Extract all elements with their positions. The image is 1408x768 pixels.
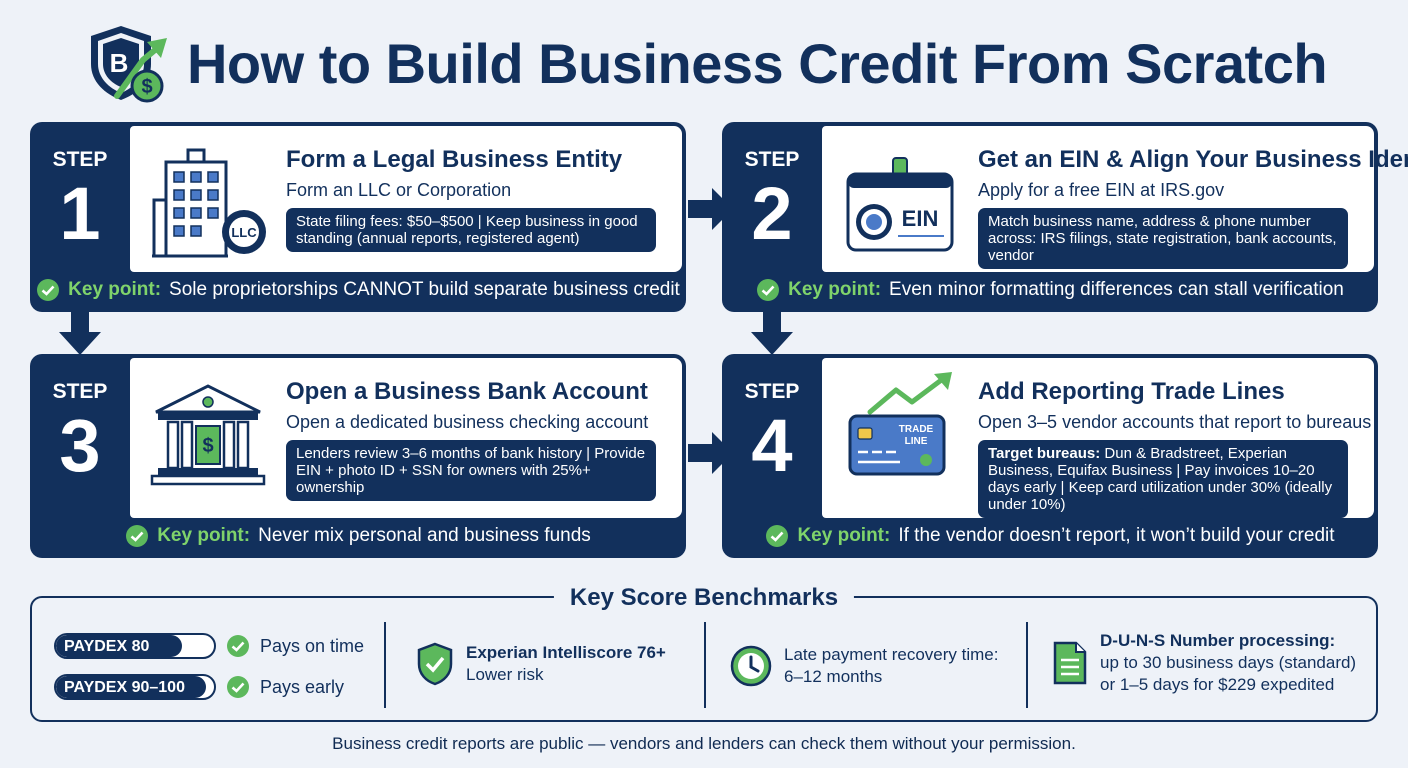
step-title: Open a Business Bank Account [286, 378, 648, 405]
step-panel: EIN Get an EIN & Align Your Business Ide… [822, 126, 1408, 272]
logo-symbol: $ [141, 76, 152, 98]
clock-icon [730, 645, 772, 687]
ein-badge-icon: EIN [846, 157, 954, 252]
footer-note: Business credit reports are public — ven… [332, 734, 1076, 753]
step-detail: Lenders review 3–6 months of bank histor… [286, 440, 656, 501]
office-building-llc-icon: LLC [152, 148, 266, 258]
step-detail-bold: Target bureaus: [988, 445, 1101, 462]
experian-sub: Lower risk [466, 665, 544, 684]
key-point-text: Even minor formatting differences can st… [889, 279, 1344, 300]
divider [704, 622, 706, 708]
page-title: How to Build Business Credit From Scratc… [186, 31, 1328, 95]
step-number: 3 [59, 404, 101, 487]
paydex-label: PAYDEX 90–100 [64, 679, 185, 696]
step-card-2: STEP 2 EIN Get an EIN & Align Your Busin… [722, 122, 1408, 312]
arrow-right-icon [688, 432, 733, 474]
paydex-row: PAYDEX 80 Pays on time [54, 632, 364, 660]
benchmarks-panel: Key Score Benchmarks PAYDEX 80 Pays on t… [30, 584, 1378, 722]
key-point-label: Key point: [788, 279, 882, 300]
check-circle-icon [227, 635, 249, 657]
paydex-desc: Pays early [260, 676, 345, 697]
paydex-desc: Pays on time [260, 635, 365, 656]
paydex-bar: PAYDEX 80 [54, 633, 216, 659]
step-subtitle: Apply for a free EIN at IRS.gov [978, 180, 1225, 200]
key-point-label: Key point: [797, 525, 891, 546]
bank-building-icon: $ [150, 384, 266, 486]
bank-dollar: $ [202, 435, 213, 457]
late-line1: Late payment recovery time: [784, 645, 999, 664]
step-card-3: STEP 3 $ Open a Business Bank Account Op… [30, 354, 686, 558]
key-point-text: Sole proprietorships CANNOT build separa… [169, 279, 680, 300]
step-panel: TRADE LINE Add Reporting Trade Lines Ope… [822, 358, 1374, 518]
key-point: Key point: Even minor formatting differe… [722, 274, 1378, 306]
duns-line1: up to 30 business days (standard) [1100, 653, 1357, 672]
step-card-4: STEP 4 TRADE LINE Add Reporting Trade Li… [722, 354, 1378, 558]
experian-title: Experian Intelliscore 76+ [466, 643, 666, 662]
trade-badge-line2: LINE [905, 436, 928, 447]
step-detail: State filing fees: $50–$500 | Keep busin… [286, 208, 656, 252]
step-label: STEP [52, 148, 108, 171]
step-card-1: STEP 1 LLC Form a Legal Business Entity … [30, 122, 686, 312]
divider [384, 622, 386, 708]
document-icon [1053, 641, 1087, 685]
late-payment-benchmark: Late payment recovery time: 6–12 months [730, 644, 998, 688]
step-title: Add Reporting Trade Lines [978, 378, 1285, 405]
arrow-right-icon [688, 188, 733, 230]
llc-badge: LLC [231, 225, 257, 240]
trade-line-card-icon: TRADE LINE [848, 372, 952, 476]
step-panel: LLC Form a Legal Business Entity Form an… [130, 126, 682, 272]
step-detail: Target bureaus: Dun & Bradstreet, Experi… [978, 440, 1348, 518]
step-title: Get an EIN & Align Your Business Identit… [978, 146, 1408, 173]
check-circle-icon [757, 279, 780, 301]
duns-line2: or 1–5 days for $229 expedited [1100, 675, 1335, 694]
check-circle-icon [227, 676, 249, 698]
check-circle-icon [126, 525, 149, 547]
step-detail: Match business name, address & phone num… [978, 208, 1348, 269]
paydex-label: PAYDEX 80 [64, 638, 150, 655]
key-point: Key point: Sole proprietorships CANNOT b… [30, 274, 686, 306]
paydex-bar: PAYDEX 90–100 [54, 674, 216, 700]
key-point-text: Never mix personal and business funds [258, 525, 591, 546]
step-label: STEP [744, 380, 800, 403]
step-label: STEP [744, 148, 800, 171]
credit-shield-logo-icon: B $ [90, 26, 167, 103]
logo-letter: B [110, 48, 129, 78]
duns-benchmark: D-U-N-S Number processing: up to 30 busi… [1052, 630, 1356, 696]
key-point: Key point: If the vendor doesn’t report,… [722, 520, 1378, 552]
check-circle-icon [766, 525, 789, 547]
step-title: Form a Legal Business Entity [286, 146, 623, 173]
header: B $ How to Build Business Credit From Sc… [0, 18, 1408, 108]
arrow-down-icon [751, 312, 793, 355]
step-label: STEP [52, 380, 108, 403]
benchmarks-title: Key Score Benchmarks [553, 584, 855, 612]
check-circle-icon [37, 279, 60, 301]
step-number: 2 [751, 172, 793, 255]
step-subtitle: Open a dedicated business checking accou… [286, 412, 649, 432]
key-point: Key point: Never mix personal and busine… [30, 520, 686, 552]
shield-check-icon [417, 642, 453, 686]
key-point-label: Key point: [68, 279, 162, 300]
experian-benchmark: Experian Intelliscore 76+ Lower risk [416, 642, 666, 686]
step-subtitle: Form an LLC or Corporation [286, 180, 512, 200]
late-line2: 6–12 months [784, 667, 883, 686]
paydex-row: PAYDEX 90–100 Pays early [54, 673, 344, 701]
paydex-bar-fill [56, 676, 207, 698]
paydex-bar-fill [56, 635, 183, 657]
duns-title: D-U-N-S Number processing: [1100, 631, 1336, 650]
key-point-text: If the vendor doesn’t report, it won’t b… [898, 525, 1335, 546]
arrow-down-icon [59, 312, 101, 355]
step-detail-rest: Dun & Bradstreet, Experian Business, Equ… [988, 445, 1333, 513]
step-number: 1 [59, 172, 101, 255]
divider [1026, 622, 1028, 708]
step-subtitle: Open 3–5 vendor accounts that report to … [978, 412, 1372, 432]
step-panel: $ Open a Business Bank Account Open a de… [130, 358, 682, 518]
key-point-label: Key point: [157, 525, 251, 546]
trade-badge-line1: TRADE [899, 424, 934, 435]
step-number: 4 [751, 404, 793, 487]
ein-badge-text: EIN [902, 206, 939, 231]
